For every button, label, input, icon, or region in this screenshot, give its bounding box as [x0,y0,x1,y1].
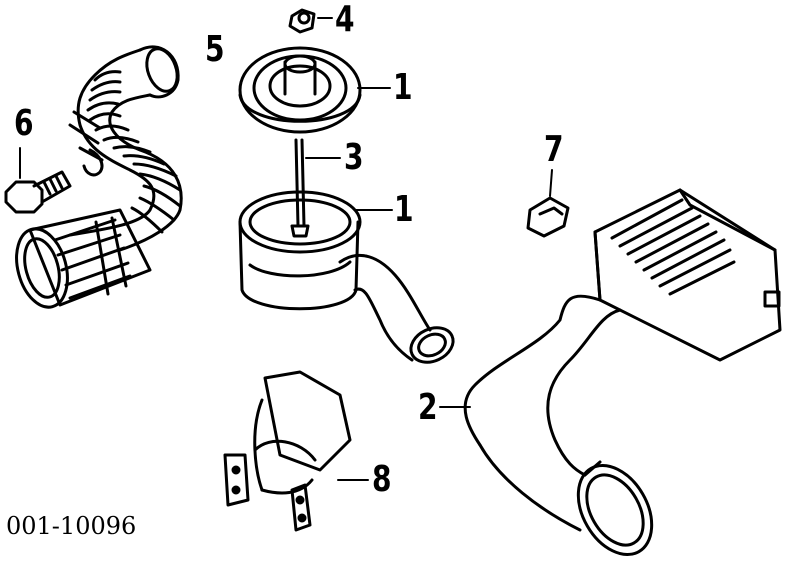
mounting-bracket-icon [223,370,369,532]
callout-4: 4 [335,0,355,40]
callout-7: 7 [544,129,564,170]
air-cleaner-housing-icon [238,190,455,364]
callout-1-cover: 1 [393,67,413,108]
callout-1-housing: 1 [394,189,414,230]
flex-hose-icon [15,45,183,309]
bolt-icon [4,147,72,214]
callout-6: 6 [14,103,34,144]
callout-8: 8 [372,459,392,500]
stud-rod-icon [290,138,341,238]
air-cleaner-cover-icon [238,46,391,134]
callout-3: 3 [344,137,364,178]
callout-2: 2 [418,387,438,428]
clip-icon [526,169,570,238]
callout-5: 5 [205,29,225,70]
air-intake-duct-icon [439,188,782,557]
document-id: 001-10096 [6,512,137,540]
wing-nut-icon [288,8,333,34]
